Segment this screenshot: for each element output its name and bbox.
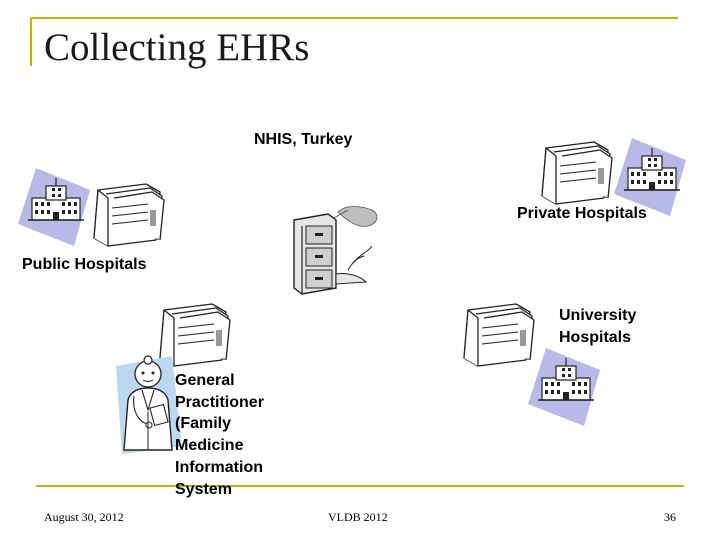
gp-line-2: Practitioner xyxy=(175,392,264,414)
gp-line-5: Information xyxy=(175,457,263,479)
gp-line-1: General xyxy=(175,370,235,392)
doctor-icon xyxy=(112,350,184,458)
private-folders-icon xyxy=(542,140,614,206)
gp-line-6: System xyxy=(175,479,232,501)
footer-event: VLDB 2012 xyxy=(328,510,388,525)
public-hospitals-label: Public Hospitals xyxy=(22,254,146,276)
footer-date: August 30, 2012 xyxy=(44,510,124,525)
footer-page-number: 36 xyxy=(664,510,676,525)
university-hospital-icon xyxy=(528,348,600,426)
university-folders-icon xyxy=(464,302,536,368)
university-label-line2: Hospitals xyxy=(559,327,631,349)
gp-line-4: Medicine xyxy=(175,435,243,457)
file-cabinet-icon xyxy=(288,204,384,296)
slide-title: Collecting EHRs xyxy=(44,28,309,67)
public-hospital-icon xyxy=(18,168,90,246)
gp-line-3: (Family xyxy=(175,413,231,435)
university-label-line1: University xyxy=(559,305,636,327)
public-folders-icon xyxy=(94,182,166,248)
private-hospitals-label: Private Hospitals xyxy=(517,203,647,225)
nhis-label: NHIS, Turkey xyxy=(254,129,352,151)
